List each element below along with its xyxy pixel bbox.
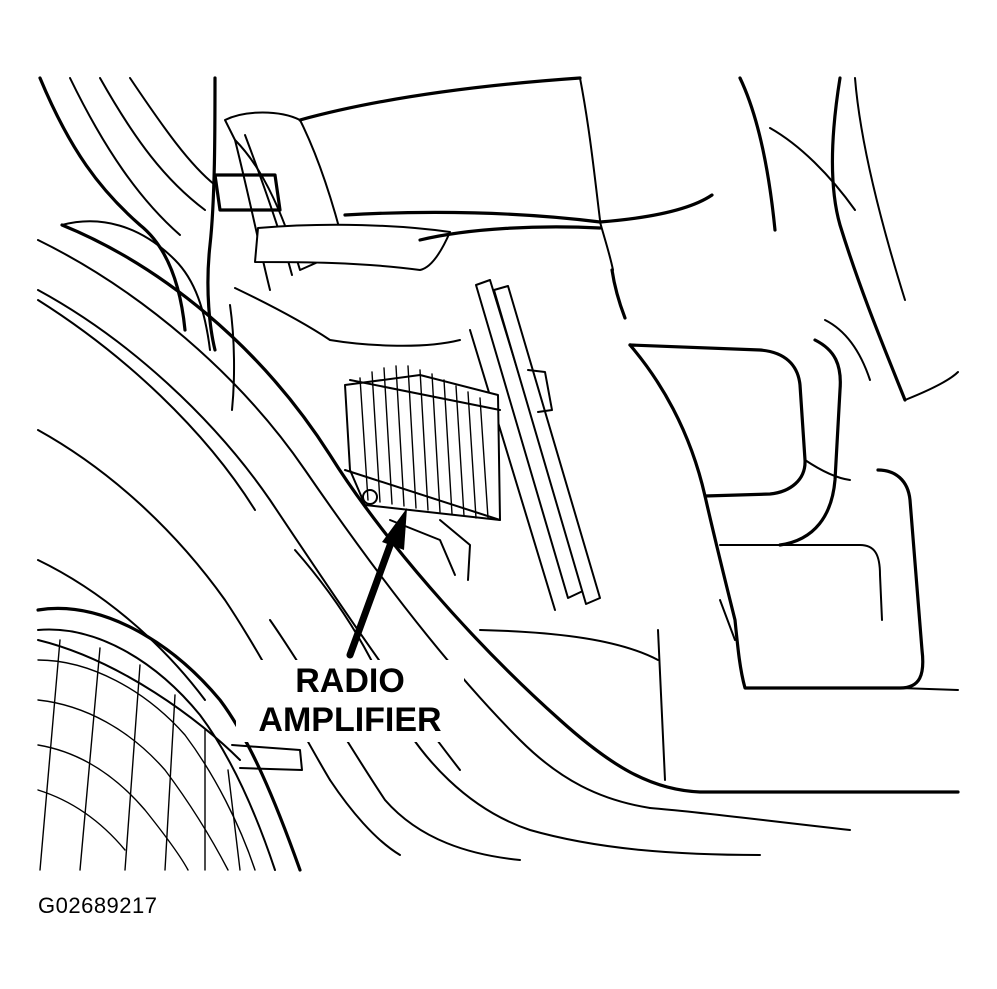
callout-arrow bbox=[346, 508, 407, 659]
radio-amplifier bbox=[344, 365, 501, 581]
seat-back bbox=[38, 76, 217, 352]
console-frame bbox=[418, 225, 959, 691]
upper-trim bbox=[298, 76, 959, 402]
figure-id: G02689217 bbox=[38, 893, 158, 918]
curved-trim-panel bbox=[37, 223, 960, 861]
mounting-rails bbox=[469, 279, 601, 611]
callout-label: RADIO AMPLIFIER bbox=[236, 660, 464, 742]
callout-line-1: RADIO bbox=[295, 662, 405, 700]
floor-mat bbox=[36, 606, 303, 872]
seat-belt bbox=[213, 111, 451, 291]
callout-line-2: AMPLIFIER bbox=[258, 701, 442, 739]
